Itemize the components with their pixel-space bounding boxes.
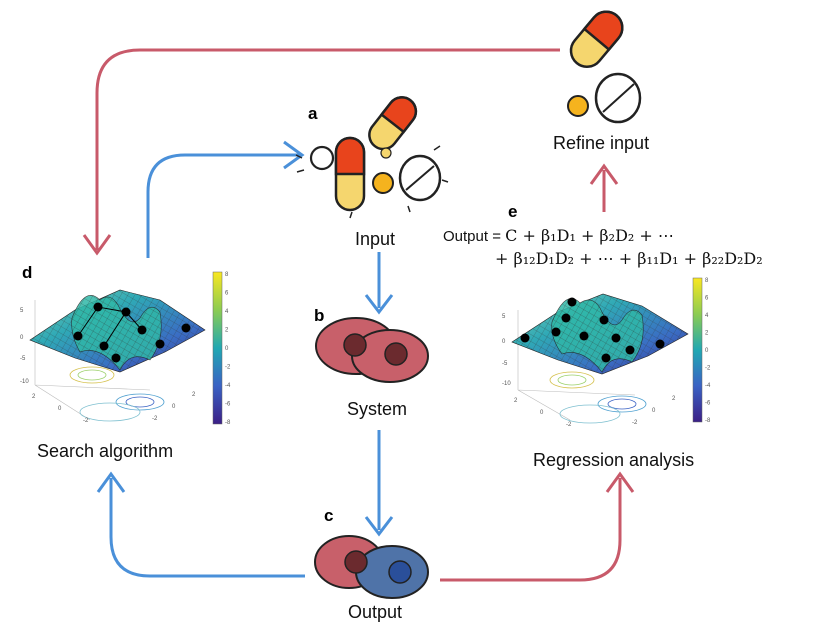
regression-equation-line2: + β₁₂D₁D₂ + ⋯ + β₁₁D₁ + β₂₂D₂D₂: [495, 249, 763, 268]
system-cells-illustration: [315, 317, 429, 383]
z-axis-tick: -5: [502, 361, 508, 367]
colorbar-tick: 4: [225, 309, 229, 315]
colorbar-tick: 6: [225, 291, 229, 297]
regression-sample-points: [520, 297, 665, 363]
panel-label-e: e: [508, 202, 518, 221]
panel-label-c: c: [324, 506, 334, 525]
arrow-equation-to-refine: [589, 163, 619, 212]
tablet-round-icon: [398, 154, 442, 202]
arrow-input-to-system: [364, 252, 394, 315]
small-white-pill-icon: [309, 145, 335, 171]
panel-label-d: d: [22, 263, 33, 282]
colorbar-tick: -8: [225, 420, 231, 426]
x-axis-tick: 0: [58, 406, 62, 412]
system-label: System: [347, 399, 408, 419]
capsule-refine-icon: [569, 10, 624, 68]
contour-lines-regression: [549, 371, 647, 424]
x-axis-tick: -2: [83, 418, 89, 424]
z-axis-tick: 5: [20, 308, 24, 314]
output-cells-illustration: [314, 535, 429, 599]
regression-surface-plot: [511, 277, 703, 424]
colorbar-tick: -6: [225, 402, 231, 408]
z-axis-tick: -10: [20, 379, 29, 385]
colorbar-tick: 8: [705, 278, 709, 284]
y-axis-tick: 0: [652, 408, 656, 414]
arrow-refine-to-search: [82, 48, 560, 256]
colorbar-tick: 0: [705, 348, 709, 354]
y-axis-tick: 2: [192, 392, 196, 398]
output-label: Output: [348, 602, 403, 622]
contour-lines: [69, 366, 165, 422]
z-axis-tick: 5: [502, 314, 506, 320]
x-axis-tick: 2: [514, 398, 518, 404]
colorbar-tick: 6: [705, 296, 709, 302]
arrow-output-to-search: [96, 471, 305, 578]
z-axis-tick: -10: [502, 381, 511, 387]
equation-prefix: Output =: [443, 228, 506, 245]
colorbar-search: [212, 271, 223, 425]
arrow-search-to-input: [146, 140, 305, 258]
search-surface-plot: [29, 271, 223, 425]
capsule-large-icon: [334, 136, 366, 212]
search-algorithm-label: Search algorithm: [37, 441, 174, 461]
colorbar-tick: -4: [225, 383, 231, 389]
refine-pills-illustration: [567, 10, 642, 124]
colorbar-tick: 2: [225, 328, 229, 334]
colorbar-tick: -8: [705, 418, 711, 424]
tablet-refine-icon: [594, 72, 642, 124]
y-axis-tick: -2: [632, 420, 638, 426]
x-axis-tick: -2: [566, 422, 572, 428]
colorbar-tick: -2: [705, 366, 711, 372]
z-axis-tick: 0: [20, 335, 24, 341]
z-axis-tick: 0: [502, 339, 506, 345]
colorbar-tick: 2: [705, 331, 709, 337]
search-sample-points: [73, 302, 191, 363]
orange-pill-refine-icon: [567, 95, 589, 117]
panel-label-a: a: [308, 104, 318, 123]
input-label: Input: [355, 229, 396, 249]
regression-equation-line1: Output = C + β₁D₁ + β₂D₂ + ⋯: [443, 226, 674, 245]
z-axis-tick: -5: [20, 356, 26, 362]
x-axis-tick: 0: [540, 410, 544, 416]
colorbar-tick: 4: [705, 313, 709, 319]
plot-tick-labels: 8 6 4 2 0 -2 -4 -6 -8 8 6 4 2 0 -2 -4 -6 -8 5 0 -5 -10 5 0 -5 -10…: [20, 272, 711, 428]
capsule-tilted-icon: [368, 96, 418, 151]
small-orange-pill-icon: [372, 172, 394, 194]
colorbar-regression: [692, 277, 703, 423]
tiny-pill-icon: [380, 147, 392, 159]
y-axis-tick: 0: [172, 404, 176, 410]
colorbar-tick: 0: [225, 346, 229, 352]
arrow-system-to-output: [364, 430, 394, 537]
regression-analysis-label: Regression analysis: [533, 450, 695, 470]
search-path-arrows: [77, 306, 143, 347]
arrow-output-to-regression: [440, 471, 635, 582]
input-pills-illustration: [295, 96, 449, 219]
y-axis-tick: -2: [152, 416, 158, 422]
panel-label-b: b: [314, 306, 325, 325]
equation-line1: C + β₁D₁ + β₂D₂ + ⋯: [505, 226, 674, 245]
refine-input-label: Refine input: [553, 133, 650, 153]
y-axis-tick: 2: [672, 396, 676, 402]
colorbar-tick: 8: [225, 272, 229, 278]
x-axis-tick: 2: [32, 394, 36, 400]
colorbar-tick: -6: [705, 401, 711, 407]
colorbar-tick: -4: [705, 383, 711, 389]
colorbar-tick: -2: [225, 365, 231, 371]
